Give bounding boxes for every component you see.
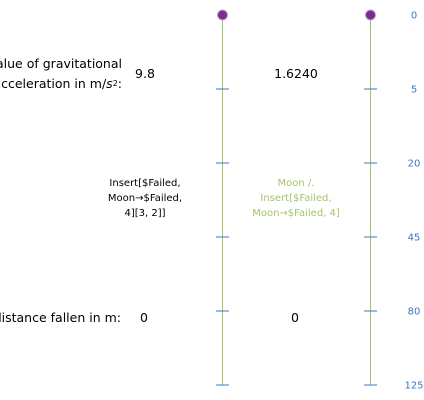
- acceleration-label-line2: acceleration in m/s2:: [0, 76, 122, 91]
- scale-tick-label: 0: [411, 11, 417, 22]
- earth-falling-ball[interactable]: [217, 9, 228, 21]
- moon-distance-value: 0: [291, 310, 299, 325]
- scale-tick-label: 80: [408, 307, 421, 318]
- scale-tick-label: 125: [404, 381, 423, 392]
- earth-acceleration-value: 9.8: [135, 66, 155, 81]
- earth-scale: [216, 9, 229, 386]
- earth-error-message: Insert[$Failed, Moon→$Failed, 4][3, 2]]: [107, 178, 183, 219]
- moon-scale: [364, 9, 377, 386]
- moon-acceleration-value: 1.6240: [274, 66, 318, 81]
- tick-labels: 0 5 20 45 80 125: [404, 11, 423, 392]
- distance-label: distance fallen in m:: [0, 310, 121, 325]
- scale-tick-label: 20: [408, 159, 421, 170]
- earth-distance-value: 0: [140, 310, 148, 325]
- moon-error-message: Moon /. Insert[$Failed, Moon→$Failed, 4]: [252, 178, 340, 219]
- scale-tick-label: 5: [411, 85, 417, 96]
- scale-tick-label: 45: [408, 233, 421, 244]
- acceleration-label: value of gravitational acceleration in m…: [0, 54, 122, 94]
- moon-falling-ball[interactable]: [365, 9, 376, 21]
- acceleration-label-line1: value of gravitational: [0, 56, 122, 71]
